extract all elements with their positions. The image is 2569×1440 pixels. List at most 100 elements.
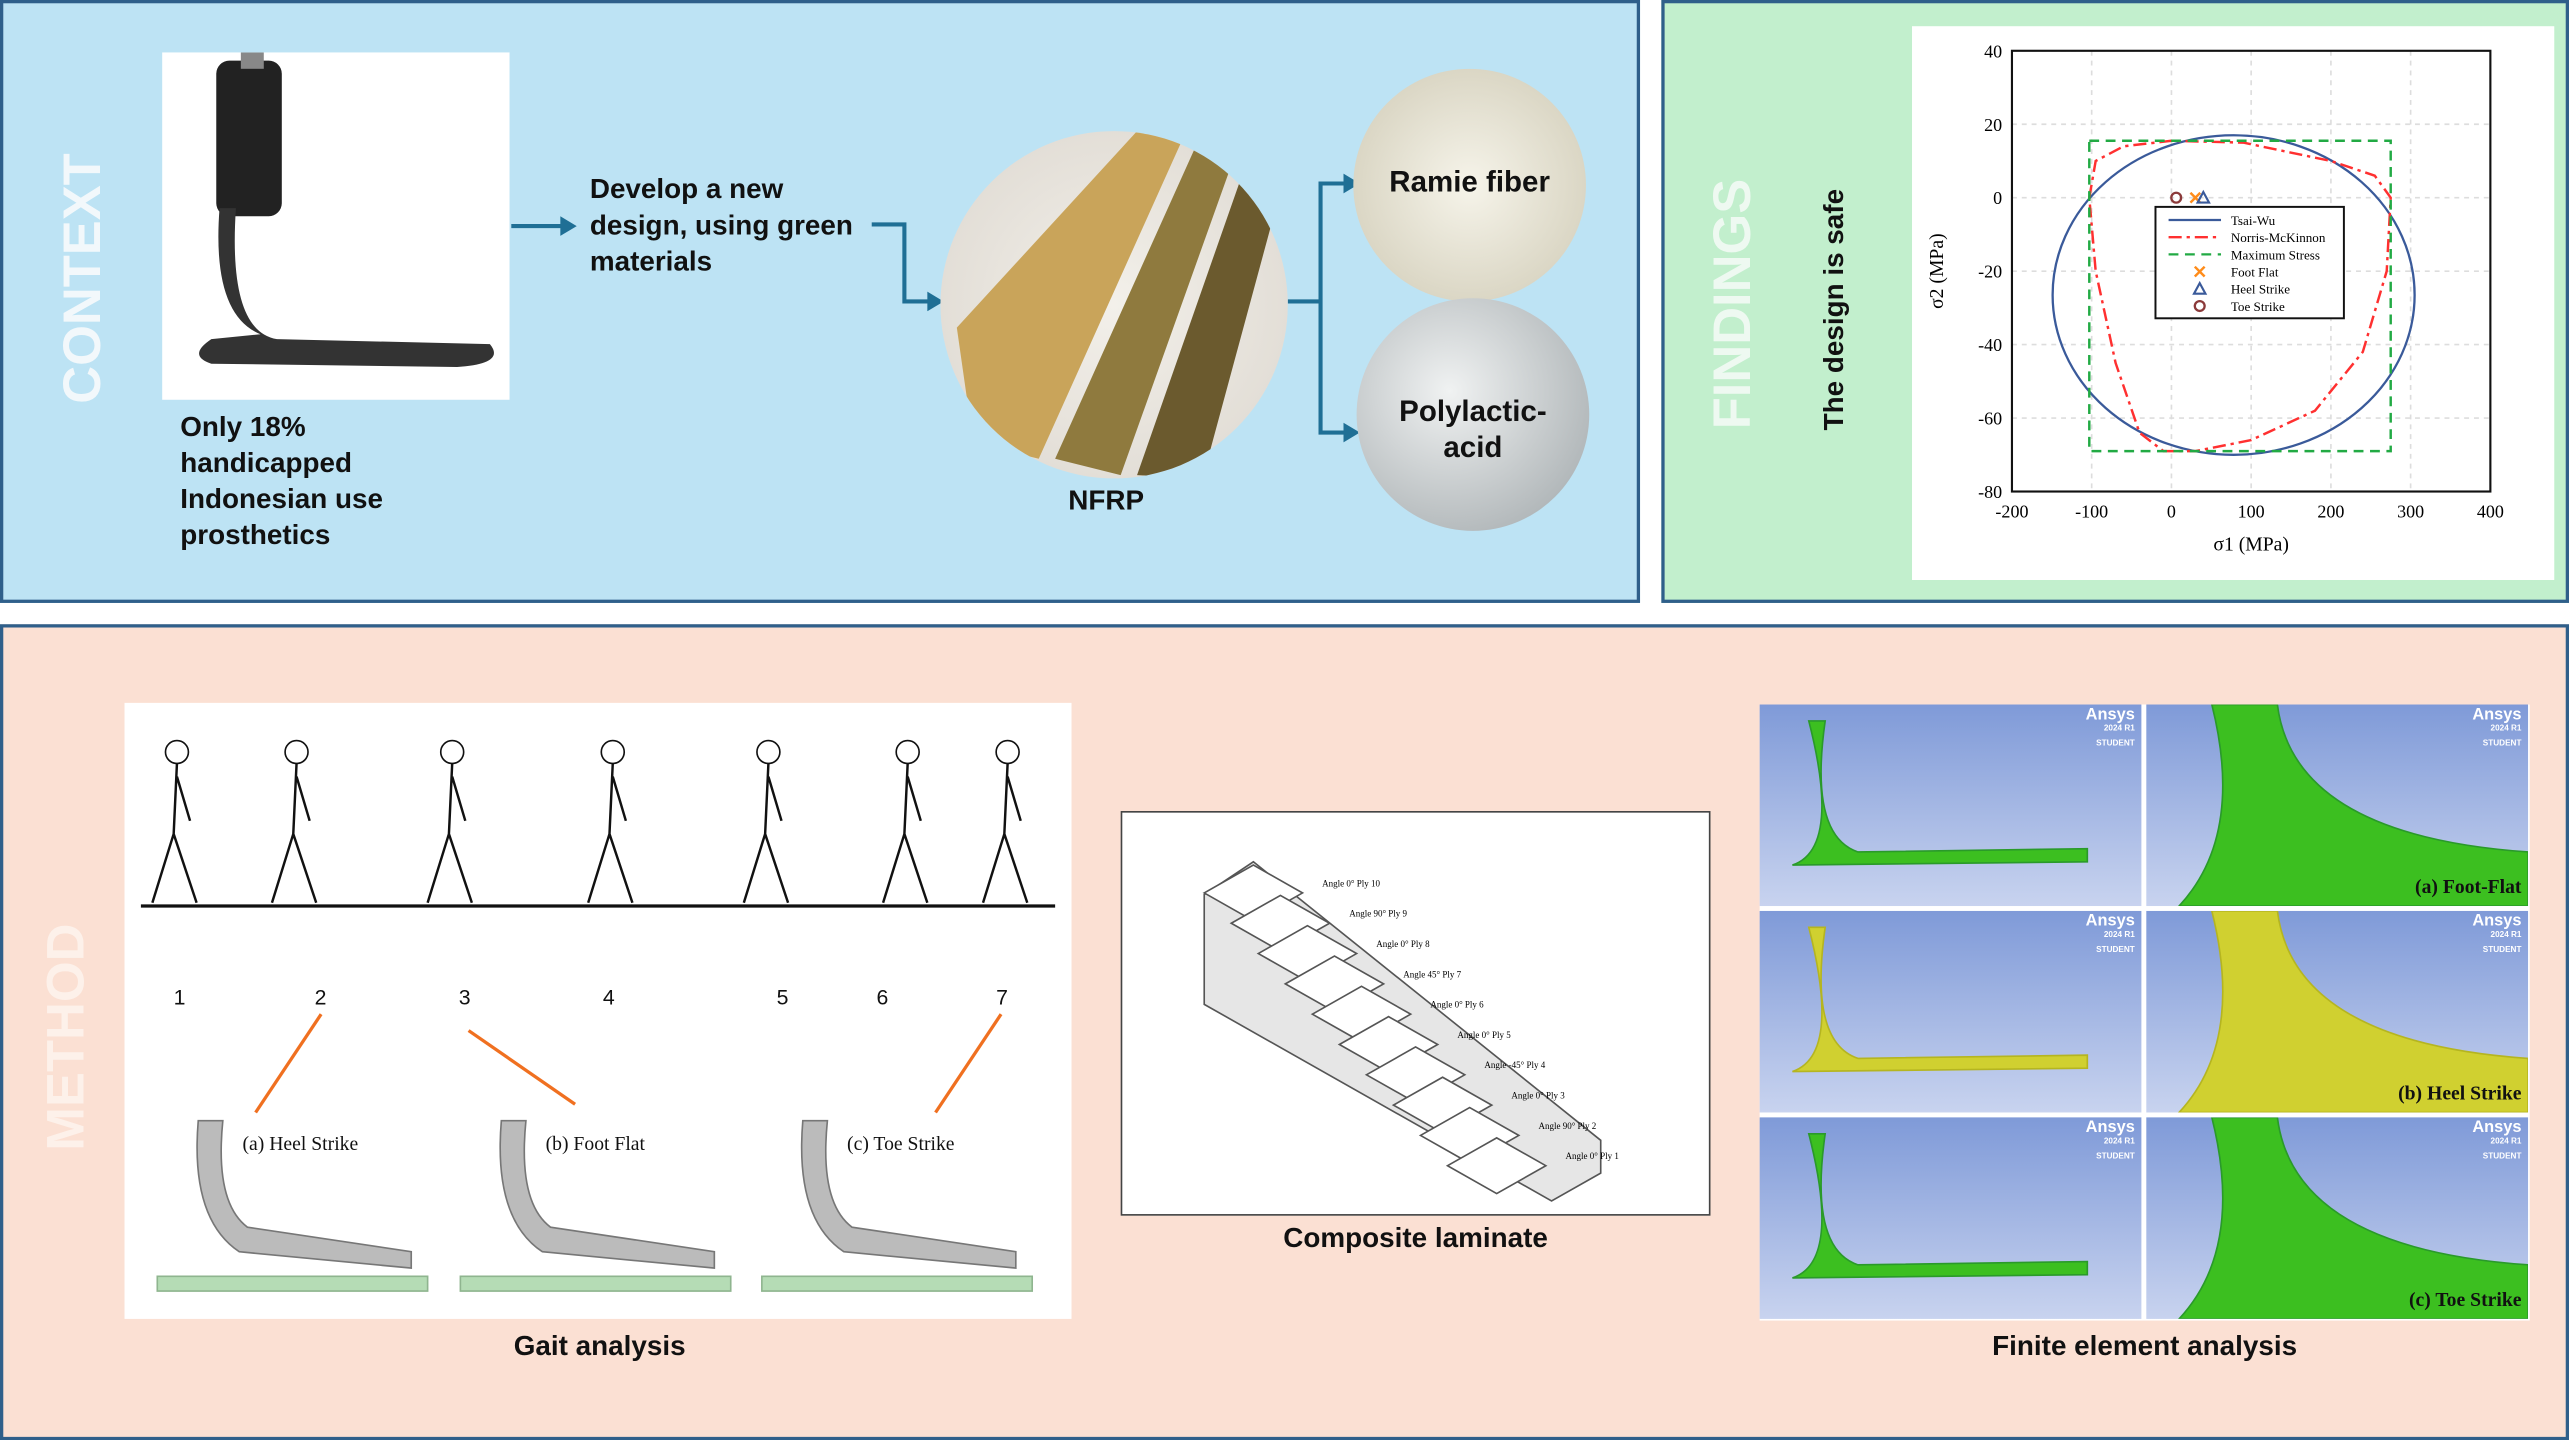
walker-head-icon	[756, 739, 781, 765]
findings-side-label: FINDINGS	[1702, 178, 1762, 430]
legend-label: Norris-McKinnon	[2231, 230, 2326, 245]
fea-mesh-image	[1792, 1132, 2089, 1279]
context-side-label: CONTEXT	[52, 153, 112, 404]
walker-head-icon	[439, 739, 465, 765]
prosthetic-foot-photo	[162, 52, 510, 400]
pla-photo: Polylactic-acid	[1356, 298, 1590, 531]
ply-layer	[1445, 1136, 1548, 1195]
legend-label: Foot Flat	[2231, 265, 2279, 280]
gait-phase-number: 3	[458, 984, 471, 1010]
fea-mesh-image	[1792, 720, 2089, 866]
ply-label: Angle 0° Ply 3	[1511, 1091, 1565, 1101]
y-tick-label: 40	[1984, 41, 2002, 61]
y-tick-label: -40	[1978, 335, 2002, 355]
fea-mesh-image	[2177, 1117, 2529, 1319]
context-panel: CONTEXT Only 18% handicapped Indonesian …	[0, 0, 1641, 603]
prosthesis-sketch	[499, 1119, 716, 1270]
fea-mesh-image	[1792, 926, 2089, 1073]
fea-mesh-image	[2177, 910, 2529, 1113]
walker-figure-icon	[881, 763, 929, 904]
prosthesis-sketch	[800, 1119, 1017, 1270]
y-tick-label: -60	[1978, 409, 2002, 429]
nfrp-label: NFRP	[1068, 484, 1145, 517]
ply-label: Angle 0° Ply 1	[1565, 1151, 1618, 1161]
y-tick-label: -80	[1978, 482, 2002, 502]
walker-figure-icon	[426, 763, 474, 904]
legend-box	[2154, 205, 2345, 320]
ply-label: Angle 0° Ply 5	[1457, 1030, 1511, 1040]
ply-label: Angle 0° Ply 6	[1430, 1000, 1484, 1010]
walker-head-icon	[895, 739, 920, 765]
ramie-fiber-label: Ramie fiber	[1389, 165, 1550, 199]
gait-phase-number: 4	[602, 984, 615, 1010]
point-toe-strike	[2170, 191, 2183, 204]
gait-phase-number: 7	[996, 984, 1008, 1010]
findings-statement: The design is safe	[1818, 188, 1850, 431]
laminate-caption: Composite laminate	[1283, 1222, 1548, 1254]
y-tick-label: 20	[1984, 115, 2002, 135]
legend-marker	[2193, 265, 2206, 278]
pla-label: Polylactic-acid	[1399, 394, 1547, 464]
method-side-label: METHOD	[36, 923, 96, 1151]
floor-plate	[761, 1275, 1034, 1292]
x-tick-label: -200	[1995, 502, 2028, 522]
orange-arrow-icon	[254, 1013, 323, 1114]
orange-arrow-icon	[934, 1013, 1003, 1114]
walker-figure-icon	[270, 763, 318, 904]
walker-figure-icon	[587, 763, 634, 904]
fea-case-label: (c) Toe Strike	[2408, 1287, 2522, 1311]
fea-caption: Finite element analysis	[1992, 1330, 2298, 1362]
legend-label: Maximum Stress	[2231, 247, 2320, 262]
prosthesis-sketch	[196, 1119, 413, 1270]
gait-phase-number: 6	[876, 984, 889, 1010]
gait-phase-label: (a) Heel Strike	[242, 1132, 359, 1156]
floor-plate	[459, 1275, 732, 1292]
y-tick-label: -20	[1978, 262, 2002, 282]
ply-label: Angle 0° Ply 8	[1376, 939, 1430, 949]
x-tick-label: 200	[2317, 502, 2344, 522]
fea-case-label: (b) Heel Strike	[2398, 1081, 2522, 1105]
walker-head-icon	[284, 739, 309, 765]
arrow-icon	[871, 222, 944, 312]
ramie-fiber-photo: Ramie fiber	[1353, 68, 1586, 302]
x-axis-label: σ1 (MPa)	[2213, 534, 2289, 556]
series-maximum-stress	[2088, 139, 2392, 453]
x-tick-label: 0	[2167, 502, 2176, 522]
plot-frame	[2010, 49, 2492, 493]
walker-head-icon	[164, 739, 190, 765]
nfrp-photo	[940, 131, 1288, 479]
x-tick-label: 300	[2397, 502, 2424, 522]
gait-phase-number: 1	[173, 984, 186, 1010]
prosthetic-foot-image	[199, 52, 494, 368]
ply-label: Angle 90° Ply 2	[1538, 1121, 1596, 1131]
y-tick-label: 0	[1993, 188, 2002, 208]
walker-head-icon	[600, 739, 626, 765]
branch-arrow-icon	[1287, 173, 1360, 443]
fea-mesh-image	[2177, 704, 2529, 907]
gait-phase-number: 2	[314, 984, 327, 1010]
point-heel-strike	[2195, 189, 2211, 204]
x-tick-label: -100	[2075, 502, 2108, 522]
floor-plate	[156, 1275, 429, 1292]
x-tick-label: 400	[2477, 502, 2504, 522]
stat-text: Only 18% handicapped Indonesian use pros…	[180, 411, 383, 551]
gait-phase-number: 5	[776, 984, 789, 1010]
walker-figure-icon	[981, 763, 1029, 904]
ply-label: Angle 90° Ply 9	[1349, 909, 1407, 919]
